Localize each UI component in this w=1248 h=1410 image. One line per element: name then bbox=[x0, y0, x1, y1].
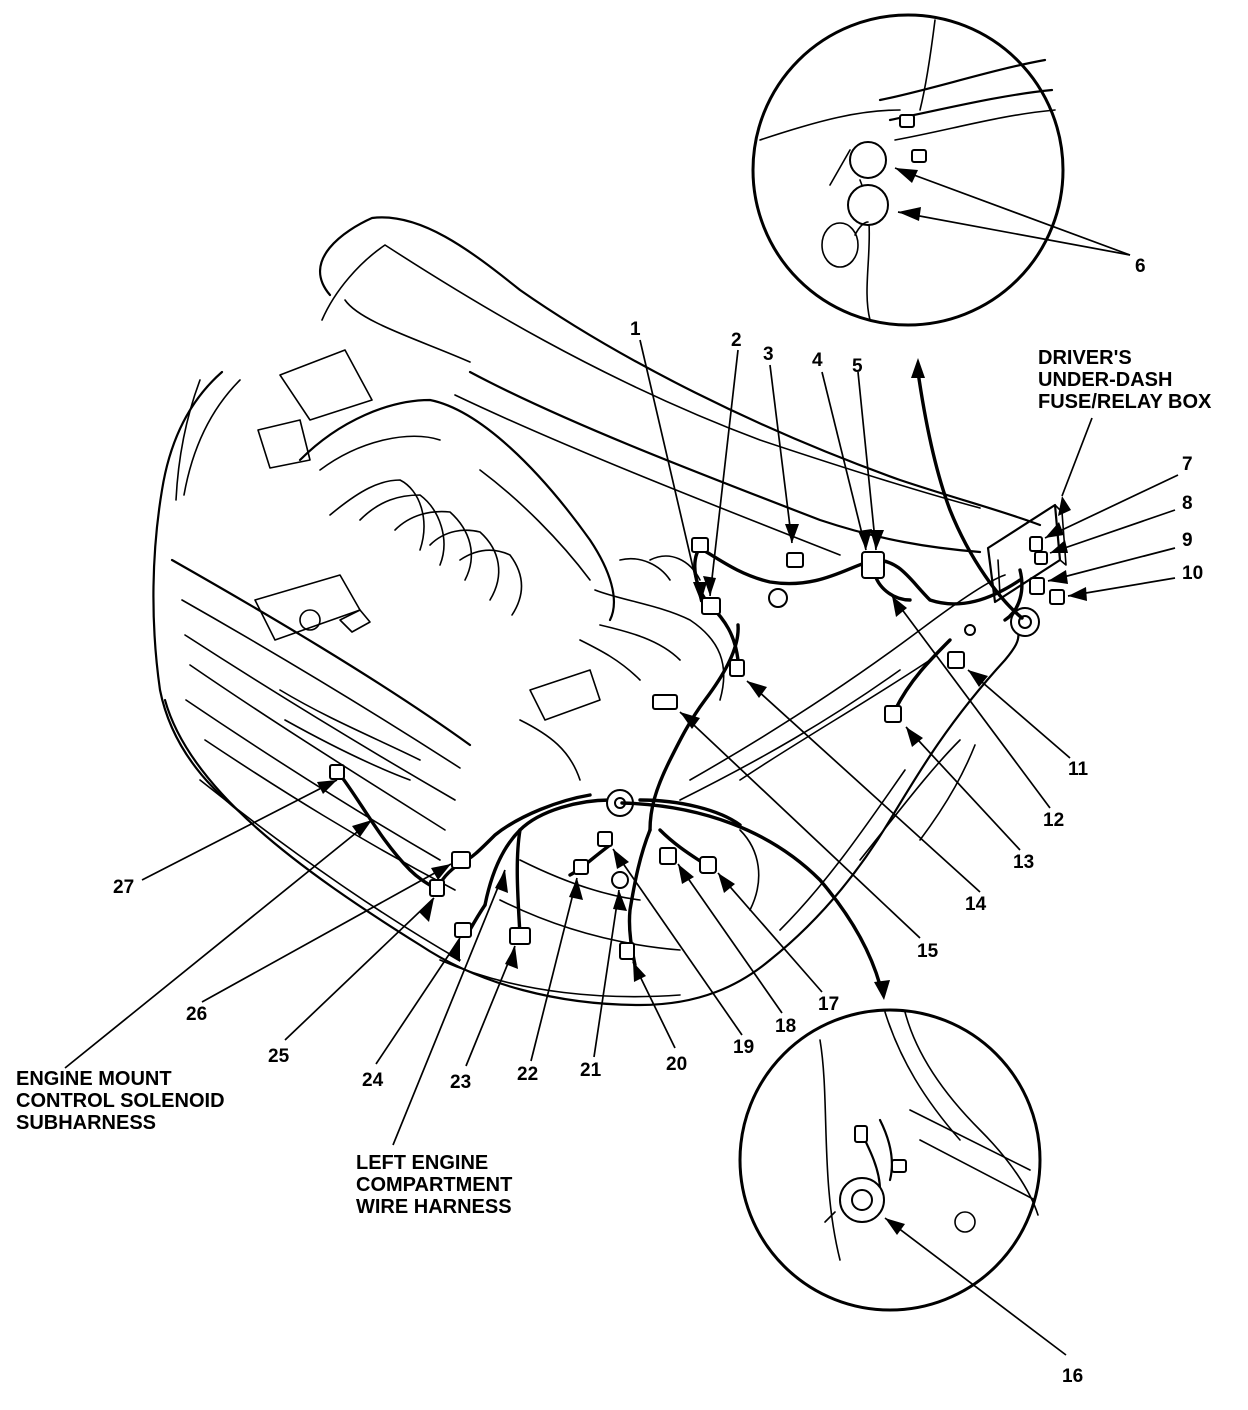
callout-22: 22 bbox=[517, 1064, 538, 1085]
callout-14: 14 bbox=[965, 894, 987, 915]
caption-engine-mount-line2: CONTROL SOLENOID bbox=[16, 1090, 225, 1112]
callout-13: 13 bbox=[1013, 852, 1034, 873]
callout-17: 17 bbox=[818, 994, 839, 1015]
callout-21: 21 bbox=[580, 1060, 602, 1081]
caption-left-engine-harness: LEFT ENGINE COMPARTMENT WIRE HARNESS bbox=[356, 1152, 512, 1218]
callout-3: 3 bbox=[763, 344, 774, 365]
caption-engine-mount-line3: SUBHARNESS bbox=[16, 1112, 156, 1134]
callout-20: 20 bbox=[666, 1054, 687, 1075]
callout-2: 2 bbox=[731, 330, 742, 351]
callout-5: 5 bbox=[852, 356, 863, 377]
caption-left-harness-line2: COMPARTMENT bbox=[356, 1174, 512, 1196]
callout-9: 9 bbox=[1182, 530, 1193, 551]
detail-pointers bbox=[620, 358, 1024, 1000]
callout-18: 18 bbox=[775, 1016, 796, 1037]
vehicle-outline bbox=[152, 216, 1042, 1007]
callout-1: 1 bbox=[630, 319, 641, 340]
callout-6: 6 bbox=[1135, 256, 1146, 277]
caption-left-harness-line3: WIRE HARNESS bbox=[356, 1196, 512, 1218]
callout-27: 27 bbox=[113, 877, 134, 898]
callout-11: 11 bbox=[1068, 759, 1089, 780]
caption-fuse-box-line3: FUSE/RELAY BOX bbox=[1038, 391, 1212, 413]
callout-24: 24 bbox=[362, 1070, 384, 1091]
callout-16: 16 bbox=[1062, 1366, 1083, 1387]
callout-23: 23 bbox=[450, 1072, 471, 1093]
caption-engine-mount-line1: ENGINE MOUNT bbox=[16, 1068, 172, 1090]
intake-manifold bbox=[329, 469, 591, 616]
callout-numbers: 1 2 3 4 5 6 7 8 9 10 11 12 13 14 15 16 1… bbox=[113, 256, 1203, 1387]
caption-engine-mount-subharness: ENGINE MOUNT CONTROL SOLENOID SUBHARNESS bbox=[16, 1068, 225, 1134]
leader-lines bbox=[64, 167, 1179, 1356]
callout-15: 15 bbox=[917, 941, 939, 962]
harness-wiring bbox=[336, 538, 1024, 967]
detail-view-ground-16 bbox=[738, 1008, 1042, 1312]
callout-10: 10 bbox=[1182, 563, 1203, 584]
connectors bbox=[329, 536, 1065, 960]
callout-26: 26 bbox=[186, 1004, 207, 1025]
caption-left-harness-line1: LEFT ENGINE bbox=[356, 1152, 488, 1174]
callout-12: 12 bbox=[1043, 810, 1064, 831]
callout-7: 7 bbox=[1182, 454, 1193, 475]
caption-fuse-relay-box: DRIVER'S UNDER-DASH FUSE/RELAY BOX bbox=[1038, 347, 1212, 413]
caption-fuse-box-line2: UNDER-DASH bbox=[1038, 369, 1172, 391]
arrowheads bbox=[317, 168, 1087, 1235]
callout-4: 4 bbox=[812, 350, 823, 371]
callout-25: 25 bbox=[268, 1046, 290, 1067]
caption-fuse-box-line1: DRIVER'S bbox=[1038, 347, 1132, 369]
callout-8: 8 bbox=[1182, 493, 1193, 514]
callout-19: 19 bbox=[733, 1037, 754, 1058]
